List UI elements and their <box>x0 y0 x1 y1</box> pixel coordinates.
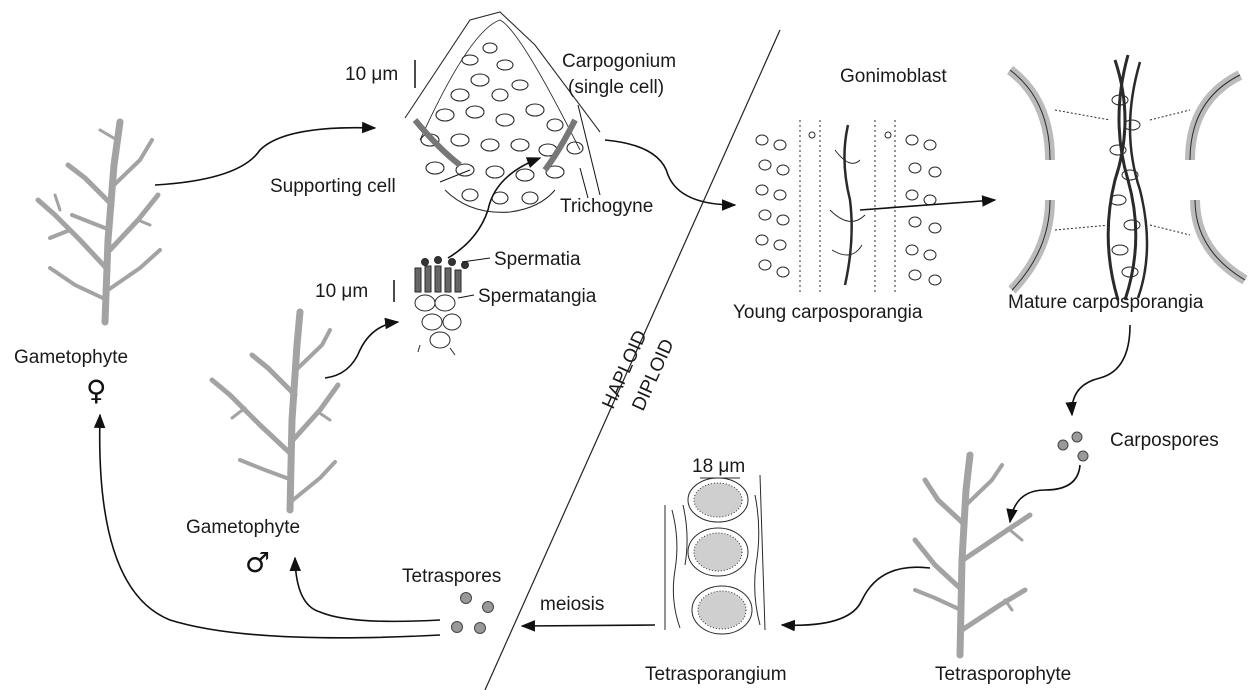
pointer-spermatia <box>462 258 490 262</box>
male-gametophyte-plant <box>212 312 338 510</box>
carpospores-dots <box>1058 432 1088 461</box>
scale-10um-mid-label: 10 μm <box>315 281 368 302</box>
tetraspores-label: Tetraspores <box>402 566 501 587</box>
carpospores-label: Carpospores <box>1110 430 1219 451</box>
meiosis-label: meiosis <box>540 594 604 615</box>
carpogonium-sub-label: (single cell) <box>568 77 664 98</box>
young-carposporangia-label: Young carposporangia <box>733 302 923 323</box>
scale-18um-label: 18 μm <box>692 456 745 477</box>
scale-10um-top-label: 10 μm <box>345 64 398 85</box>
female-symbol: ♀ <box>86 374 107 407</box>
trichogyne-label: Trichogyne <box>560 196 653 217</box>
supporting-cell-label: Supporting cell <box>270 176 396 197</box>
mature-carposporangia-drawing <box>1010 55 1245 300</box>
gonimoblast-label: Gonimoblast <box>840 66 947 87</box>
spermatia-label: Spermatia <box>494 249 581 270</box>
arrow-mature-to-carpospores <box>1072 325 1130 415</box>
tetrasporophyte-label: Tetrasporophyte <box>935 664 1071 685</box>
arrow-male-to-spermatangia <box>325 322 398 378</box>
arrow-tetrasporangium-to-tetraspores <box>522 625 655 626</box>
tetrasporangium-label: Tetrasporangium <box>645 664 787 685</box>
tetrasporangium-drawing <box>665 475 765 634</box>
gametophyte-male-label: Gametophyte <box>186 517 300 538</box>
gametophyte-female-label: Gametophyte <box>14 347 128 368</box>
carpogonium-label: Carpogonium <box>562 51 676 72</box>
spermatangia-drawing <box>415 257 469 356</box>
tetrasporophyte-plant <box>915 455 1030 655</box>
female-gametophyte-plant <box>38 122 160 322</box>
pointer-spermatangia <box>458 295 474 298</box>
tetraspores-dots <box>452 593 494 634</box>
pointer-trichogyne <box>580 168 588 198</box>
arrow-carpospores-to-tetrasporophyte <box>1010 465 1080 522</box>
spermatangia-label: Spermatangia <box>478 286 597 307</box>
male-symbol: ♂ <box>245 546 270 579</box>
pointer-carpogonium <box>578 105 600 195</box>
mature-carposporangia-label: Mature carposporangia <box>1008 292 1204 313</box>
arrow-tetrasporophyte-to-tetrasporangium <box>782 567 930 625</box>
